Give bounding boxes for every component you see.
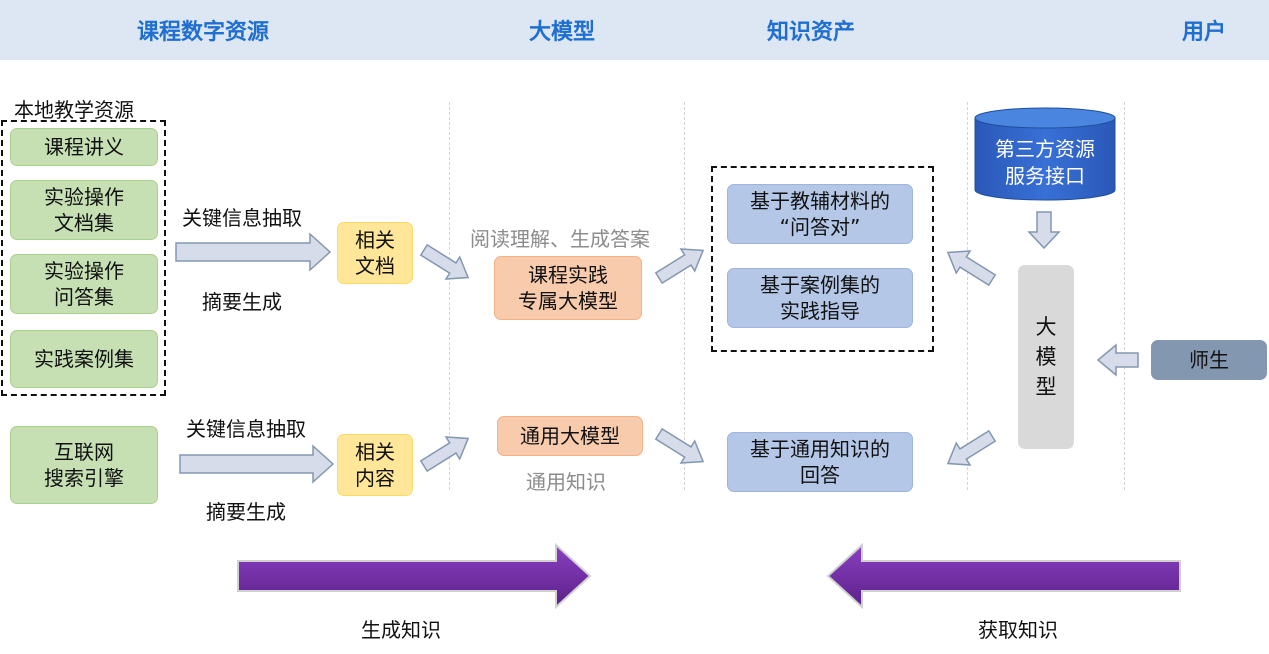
arrow-content-to-general-model-icon: [419, 436, 470, 473]
users-teachers-students: 师生: [1151, 340, 1267, 380]
column-divider: [967, 102, 968, 490]
local-resources-title: 本地教学资源: [14, 98, 134, 122]
extract-arrow-bottom-icon: [179, 444, 335, 484]
database-cylinder-icon: [974, 107, 1116, 201]
column-header-course-resources: 课程数字资源: [137, 20, 270, 45]
asset-qa-pairs: 基于教辅材料的 “问答对”: [727, 184, 913, 244]
asset-practice-guide: 基于案例集的 实践指导: [727, 268, 913, 328]
general-knowledge-label: 通用知识: [526, 470, 606, 494]
top-summary-label: 摘要生成: [202, 290, 282, 314]
generate-knowledge-label: 生成知识: [361, 618, 441, 642]
course-practice-model: 课程实践 专属大模型: [494, 256, 642, 320]
column-header-large-model: 大模型: [529, 20, 596, 45]
arrow-users-to-big-model-icon: [1096, 343, 1139, 377]
column-divider: [684, 102, 685, 490]
top-extract-label: 关键信息抽取: [182, 206, 302, 230]
related-content: 相关 内容: [337, 434, 413, 496]
resource-course-notes: 课程讲义: [10, 128, 158, 166]
arrow-service-to-big-model-icon: [1027, 211, 1061, 250]
general-model: 通用大模型: [497, 416, 643, 456]
resource-lab-qa: 实验操作 问答集: [10, 254, 158, 314]
header-band: 课程数字资源 大模型 知识资产 用户: [0, 0, 1269, 60]
knowledge-assets-group: [711, 166, 934, 352]
column-header-knowledge-assets: 知识资产: [767, 20, 856, 45]
related-documents: 相关 文档: [337, 222, 413, 284]
reading-comprehension-label: 阅读理解、生成答案: [470, 227, 650, 251]
acquire-knowledge-arrow-icon: [826, 542, 1181, 610]
local-resources-group: [1, 120, 166, 396]
bottom-extract-label: 关键信息抽取: [186, 417, 306, 441]
arrow-big-model-to-answer-icon: [946, 429, 997, 466]
arrow-docs-to-practice-model-icon: [419, 243, 470, 280]
column-divider: [1124, 102, 1125, 490]
acquire-knowledge-label: 获取知识: [978, 618, 1058, 642]
internet-search-engine: 互联网 搜索引擎: [10, 426, 158, 504]
arrow-general-model-to-answer-icon: [654, 427, 705, 464]
arrow-big-model-to-assets-icon: [946, 250, 997, 287]
column-header-users: 用户: [1182, 20, 1227, 45]
column-divider: [449, 102, 450, 490]
small-flow-arrows: [419, 211, 1139, 473]
third-party-service-interface: 第三方资源 服务接口: [995, 137, 1095, 188]
bottom-summary-label: 摘要生成: [206, 500, 286, 524]
asset-general-answer: 基于通用知识的 回答: [727, 432, 913, 492]
resource-case-set: 实践案例集: [10, 330, 158, 388]
generate-knowledge-arrow-icon: [237, 542, 592, 610]
big-model-box: 大 模 型: [1018, 265, 1074, 449]
extract-arrow-top-icon: [175, 232, 332, 272]
resource-lab-docs: 实验操作 文档集: [10, 180, 158, 240]
arrow-practice-model-to-assets-icon: [654, 248, 705, 285]
